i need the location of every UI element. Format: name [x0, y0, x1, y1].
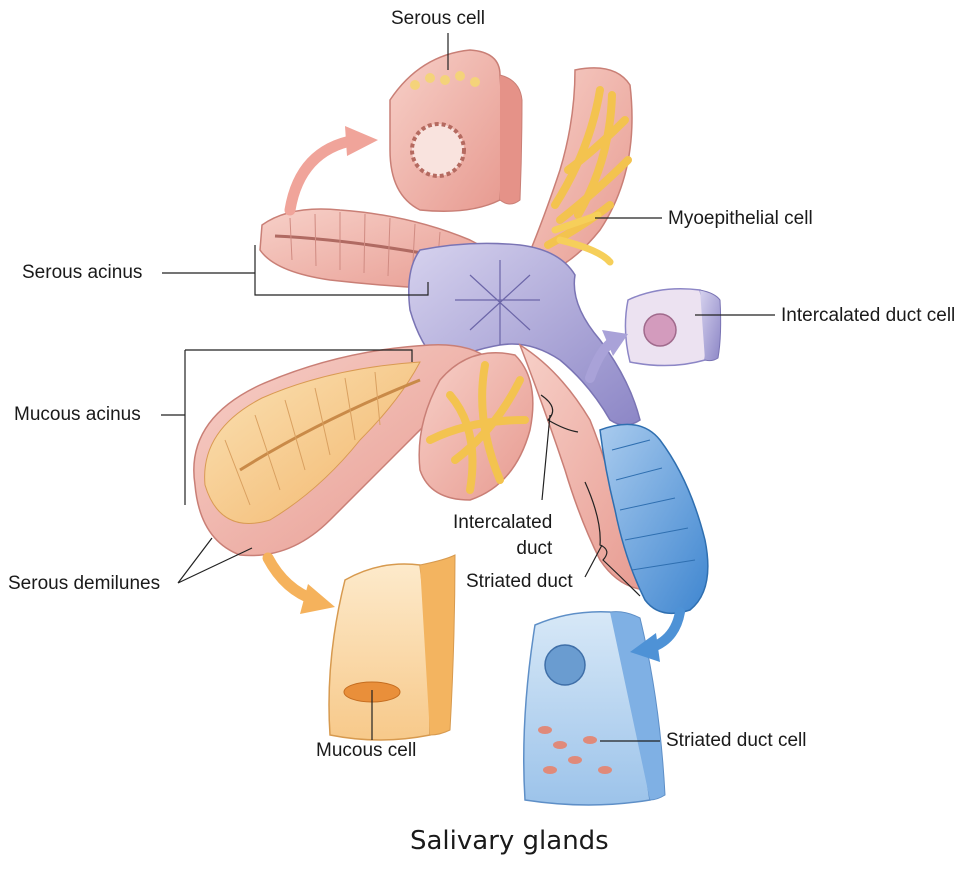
arrow-serous — [290, 126, 378, 210]
label-serous-cell: Serous cell — [391, 8, 485, 30]
label-striated-duct-cell: Striated duct cell — [666, 730, 806, 752]
label-intercalated-duct-line2: duct — [453, 538, 552, 560]
label-intercalated-duct-line1: Intercalated — [453, 512, 552, 534]
label-serous-acinus: Serous acinus — [22, 262, 142, 284]
diagram-title: Salivary glands — [410, 826, 609, 856]
mucous-cell-illustration — [329, 555, 455, 740]
label-myoepithelial-cell: Myoepithelial cell — [668, 208, 813, 230]
arrow-mucous — [268, 558, 335, 614]
label-intercalated-duct-cell: Intercalated duct cell — [781, 305, 955, 327]
label-mucous-cell: Mucous cell — [316, 740, 416, 762]
serous-cell-illustration — [390, 50, 522, 211]
label-serous-demilunes: Serous demilunes — [8, 573, 160, 595]
striated-duct-cell-illustration — [524, 612, 665, 805]
intercalated-duct-cell-illustration — [625, 289, 720, 366]
label-intercalated-duct: Intercalated duct — [453, 512, 552, 560]
label-mucous-acinus: Mucous acinus — [14, 404, 141, 426]
label-striated-duct: Striated duct — [466, 571, 573, 593]
